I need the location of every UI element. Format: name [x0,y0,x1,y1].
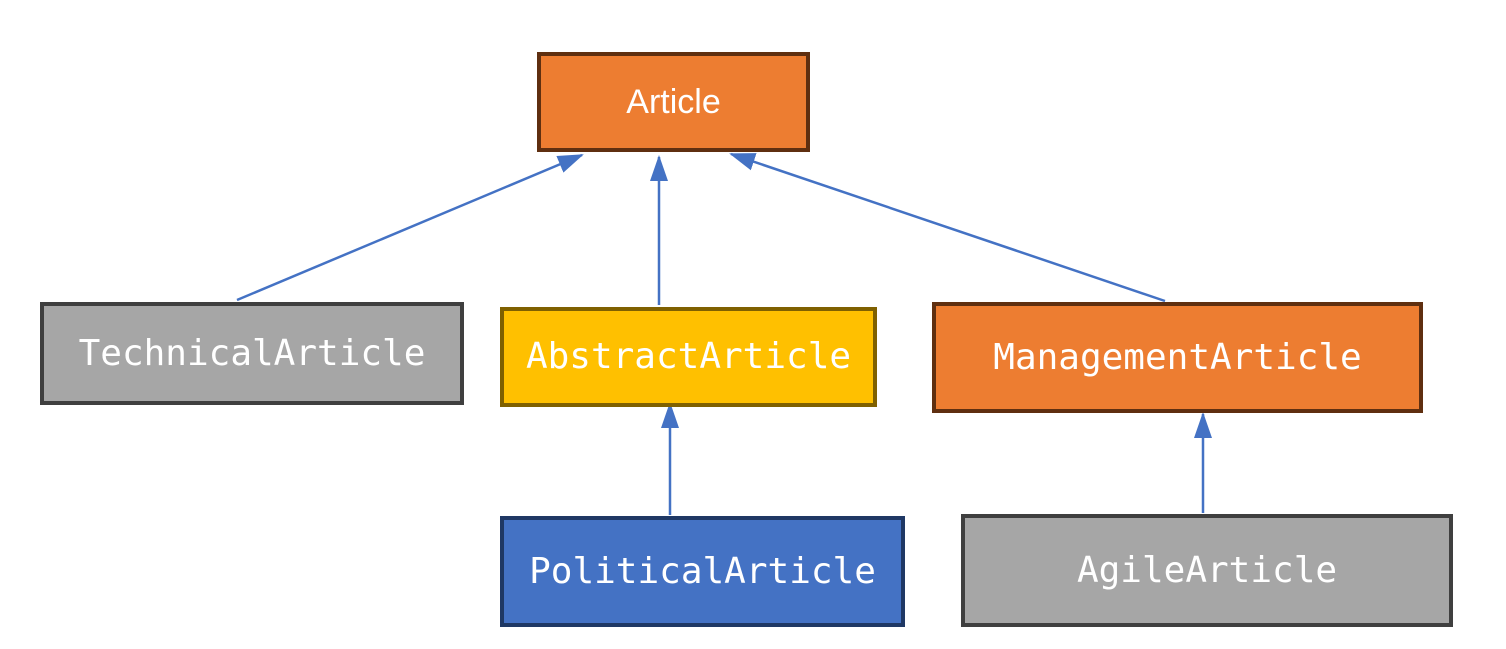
arrow-technicalarticle-to-article [236,153,584,302]
node-article-label: Article [626,83,721,121]
node-article: Article [537,52,810,152]
node-political-article-label: PoliticalArticle [529,550,876,592]
node-technical-article: TechnicalArticle [40,302,464,405]
node-management-article-label: ManagementArticle [993,336,1362,378]
node-technical-article-label: TechnicalArticle [78,332,426,374]
node-agile-article-label: AgileArticle [1076,549,1338,591]
node-abstract-article: AbstractArticle [500,307,877,407]
node-agile-article: AgileArticle [961,514,1453,627]
node-abstract-article-label: AbstractArticle [525,336,852,377]
arrow-managementarticle-to-article [729,152,1166,303]
node-management-article: ManagementArticle [932,302,1423,413]
node-political-article: PoliticalArticle [500,516,905,627]
